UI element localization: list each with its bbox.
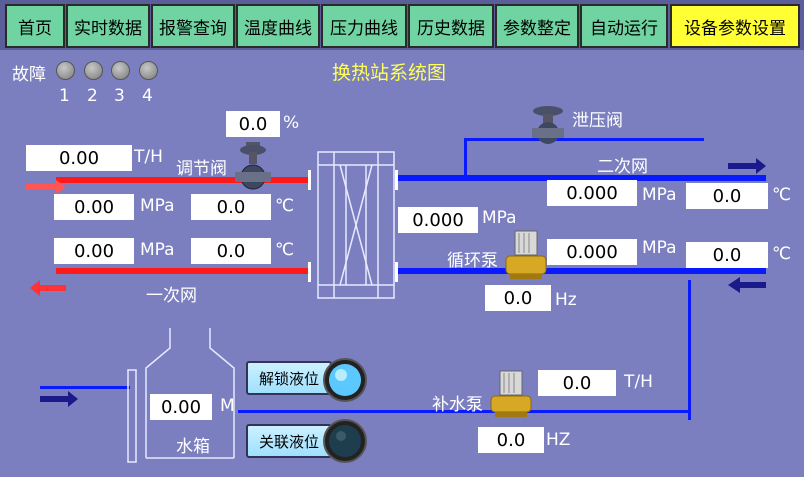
fault-number-2: 2 (87, 86, 98, 106)
primary-supply-pressure-unit: MPa (140, 196, 175, 216)
secondary-supply-pressure: 0.000 (547, 180, 637, 206)
link-level-indicator (323, 419, 367, 463)
secondary-network-label: 二次网 (597, 157, 648, 177)
secondary-return-pipe (398, 268, 766, 274)
circ-pump-frequency-unit: Hz (555, 290, 577, 310)
tank-inlet-pipe (40, 386, 130, 389)
circ-pump-inlet-pressure: 0.000 (398, 207, 478, 233)
secondary-supply-temp-unit: ℃ (772, 185, 792, 205)
fault-number-4: 4 (142, 86, 153, 106)
primary-return-pressure-unit: MPa (140, 240, 175, 260)
secondary-return-temp-unit: ℃ (772, 244, 792, 264)
primary-supply-pressure: 0.00 (54, 194, 134, 220)
makeup-flow-value: 0.0 (538, 370, 616, 396)
arrow-icons (26, 158, 766, 407)
valve-opening-unit: % (283, 113, 300, 133)
circ-pump-inlet-pressure-unit: MPa (482, 208, 517, 228)
circulation-pump-label: 循环泵 (447, 251, 498, 271)
tab-device-settings[interactable]: 设备参数设置 (670, 4, 800, 48)
relief-branch-pipe (464, 138, 467, 176)
tab-temperature-curve[interactable]: 温度曲线 (236, 4, 320, 48)
relief-valve-label: 泄压阀 (572, 111, 623, 131)
unlock-level-button[interactable]: 解锁液位 (246, 361, 332, 395)
arrow-right-icon (26, 180, 66, 194)
fault-indicator-1 (56, 61, 75, 80)
secondary-supply-pressure-unit: MPa (642, 185, 677, 205)
fault-number-1: 1 (59, 86, 70, 106)
makeup-vertical-pipe (688, 280, 691, 420)
relief-valve-icon (532, 106, 564, 144)
tab-realtime-data[interactable]: 实时数据 (66, 4, 150, 48)
water-tank-label: 水箱 (176, 437, 210, 457)
primary-return-pressure: 0.00 (54, 238, 134, 264)
makeup-pump-frequency: 0.0 (478, 427, 544, 453)
primary-supply-temp: 0.0 (191, 194, 271, 220)
secondary-supply-pipe (398, 175, 766, 181)
fault-indicator-4 (139, 61, 158, 80)
tab-parameter-tuning[interactable]: 参数整定 (495, 4, 579, 48)
primary-return-pipe (56, 268, 310, 274)
regulating-valve-label: 调节阀 (176, 159, 227, 179)
arrow-left-icon (30, 280, 66, 296)
fault-indicator-2 (84, 61, 103, 80)
primary-flow-unit: T/H (134, 147, 163, 167)
makeup-pump-frequency-unit: HZ (546, 430, 571, 450)
fault-number-3: 3 (114, 86, 125, 106)
unlock-level-indicator (323, 358, 367, 402)
makeup-flow-unit: T/H (624, 372, 653, 392)
water-tank-icon (127, 328, 235, 463)
arrow-left-icon (728, 277, 766, 293)
primary-network-label: 一次网 (146, 286, 197, 306)
fault-label: 故障 (12, 65, 46, 85)
arrow-right-icon (728, 158, 766, 174)
primary-return-temp-unit: ℃ (275, 240, 295, 260)
secondary-return-pressure-unit: MPa (642, 238, 677, 258)
secondary-supply-temp: 0.0 (686, 183, 768, 209)
top-navigation: 首页 实时数据 报警查询 温度曲线 压力曲线 历史数据 参数整定 自动运行 设备… (0, 0, 804, 50)
diagram-title: 换热站系统图 (332, 62, 447, 84)
circ-pump-frequency: 0.0 (485, 285, 551, 311)
arrow-right-icon (40, 391, 78, 407)
heat-exchanger (317, 151, 395, 299)
primary-flow-value: 0.00 (26, 145, 132, 171)
tank-level-value: 0.00 (150, 394, 212, 420)
secondary-return-pressure: 0.000 (547, 239, 637, 265)
tab-home[interactable]: 首页 (5, 4, 65, 48)
circulation-pump-icon (505, 230, 547, 279)
makeup-horizontal-pipe (238, 410, 691, 413)
regulating-valve-icon (235, 142, 271, 190)
secondary-return-temp: 0.0 (686, 242, 768, 268)
fault-indicator-3 (111, 61, 130, 80)
primary-return-temp: 0.0 (191, 238, 271, 264)
makeup-pump-icon (490, 370, 532, 417)
tab-alarm-query[interactable]: 报警查询 (151, 4, 235, 48)
primary-supply-temp-unit: ℃ (275, 196, 295, 216)
tank-level-unit: M (220, 396, 235, 416)
primary-supply-pipe (56, 177, 310, 183)
makeup-pump-label: 补水泵 (432, 395, 483, 415)
valve-opening-value: 0.0 (226, 111, 280, 137)
relief-top-pipe (464, 138, 704, 141)
tab-auto-run[interactable]: 自动运行 (580, 4, 668, 48)
tab-history-data[interactable]: 历史数据 (408, 4, 494, 48)
link-level-button[interactable]: 关联液位 (246, 424, 332, 458)
tab-pressure-curve[interactable]: 压力曲线 (321, 4, 407, 48)
